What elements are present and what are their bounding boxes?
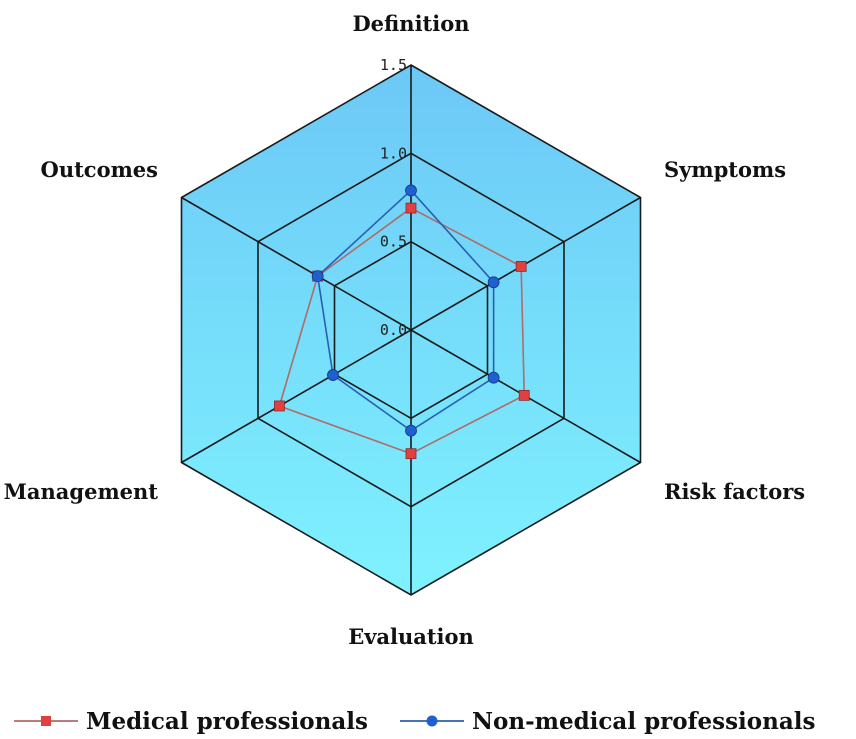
data-point-square	[405, 448, 417, 460]
axis-spoke	[181, 196, 412, 331]
data-point-circle	[327, 369, 339, 381]
data-point-square	[405, 202, 417, 214]
radial-tick-label: 0.5	[380, 233, 407, 251]
data-point-circle	[405, 424, 417, 437]
legend-marker-square	[41, 716, 51, 726]
data-point-square	[515, 260, 527, 272]
axis-label: Risk factors	[664, 479, 805, 504]
legend-marker-circle	[426, 715, 438, 727]
axis-label: Symptoms	[664, 157, 786, 182]
legend: Medical professionals Non-medical profess…	[14, 708, 815, 735]
data-point-circle	[487, 276, 500, 289]
axis-label: Management	[4, 479, 159, 504]
radial-tick-label: 1.0	[380, 144, 407, 162]
legend-label: Non-medical professionals	[472, 708, 815, 735]
radial-tick-label: 0.0	[380, 321, 407, 339]
data-point-square	[518, 389, 530, 401]
data-point-circle	[311, 270, 324, 283]
radial-tick-label: 1.5	[380, 56, 407, 74]
axis-label: Definition	[352, 11, 469, 36]
data-point-circle	[487, 371, 500, 384]
data-point-square	[274, 400, 285, 412]
legend-label: Medical professionals	[86, 708, 368, 735]
axis-label: Outcomes	[41, 157, 158, 182]
data-point-circle	[405, 184, 417, 197]
axis-label: Evaluation	[348, 624, 474, 649]
axis-spoke	[181, 329, 412, 464]
